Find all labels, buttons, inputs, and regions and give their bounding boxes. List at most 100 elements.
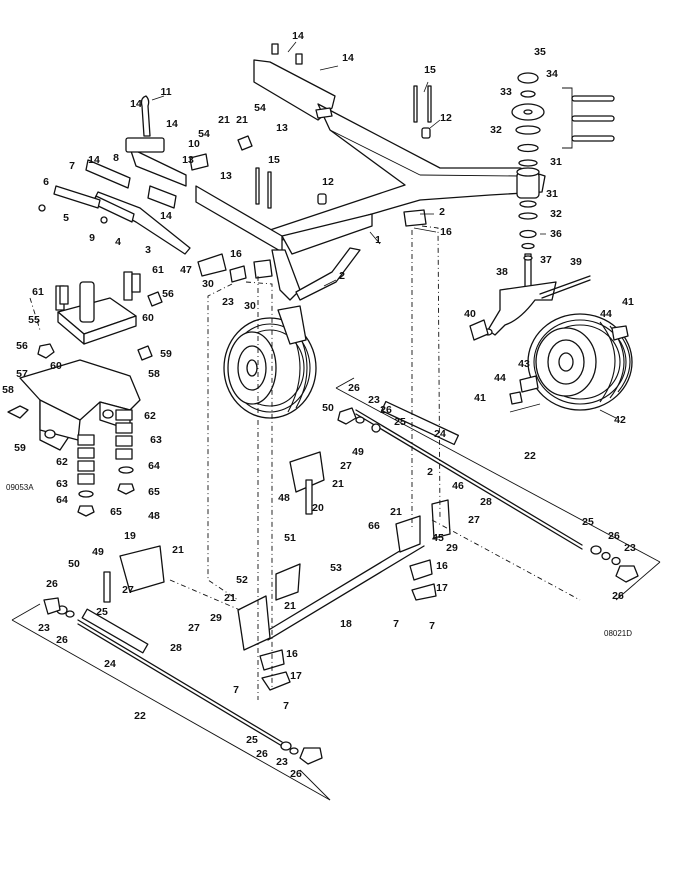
callout-58: 58	[148, 368, 160, 380]
callout-17: 17	[290, 670, 302, 682]
callout-21: 21	[224, 592, 236, 604]
callout-12: 12	[440, 112, 452, 124]
callout-25: 25	[582, 516, 594, 528]
callout-7: 7	[283, 700, 289, 712]
callout-36: 36	[550, 228, 562, 240]
rockshaft	[237, 499, 451, 691]
callout-28: 28	[480, 496, 492, 508]
callout-23: 23	[276, 756, 288, 768]
callout-32: 32	[550, 208, 562, 220]
callout-26: 26	[290, 768, 302, 780]
callout-23: 23	[222, 296, 234, 308]
callout-21: 21	[218, 114, 230, 126]
callout-43: 43	[518, 358, 530, 370]
callout-41: 41	[474, 392, 486, 404]
callout-56: 56	[16, 340, 28, 352]
callout-14: 14	[342, 52, 354, 64]
left-caster-wheel	[223, 305, 317, 419]
callout-44: 44	[494, 372, 506, 384]
callout-24: 24	[434, 428, 446, 440]
callout-27: 27	[340, 460, 352, 472]
callout-14: 14	[88, 154, 100, 166]
callout-30: 30	[202, 278, 214, 290]
alignment-lines	[29, 225, 581, 700]
callout-60: 60	[142, 312, 154, 324]
callout-13: 13	[276, 122, 288, 134]
fasteners	[7, 43, 629, 419]
callout-21: 21	[390, 506, 402, 518]
callout-10: 10	[188, 138, 200, 150]
callout-48: 48	[278, 492, 290, 504]
callout-2: 2	[339, 270, 345, 282]
callout-45: 45	[432, 532, 444, 544]
callout-19: 19	[124, 530, 136, 542]
callout-25: 25	[246, 734, 258, 746]
callout-34: 34	[546, 68, 558, 80]
spacer-stack-bracket	[562, 87, 615, 149]
callout-20: 20	[312, 502, 324, 514]
callout-27: 27	[468, 514, 480, 526]
callout-56: 56	[162, 288, 174, 300]
leveling-springs	[77, 409, 135, 517]
callout-26: 26	[256, 748, 268, 760]
callout-66: 66	[368, 520, 380, 532]
callout-8: 8	[113, 152, 119, 164]
callout-63: 63	[150, 434, 162, 446]
callout-1: 1	[375, 234, 381, 246]
callout-28: 28	[170, 642, 182, 654]
callout-41: 41	[622, 296, 634, 308]
callout-32: 32	[490, 124, 502, 136]
callout-2: 2	[427, 466, 433, 478]
callout-3: 3	[145, 244, 151, 256]
callout-6: 6	[43, 176, 49, 188]
callout-26: 26	[348, 382, 360, 394]
callout-60: 60	[50, 360, 62, 372]
figure-ref-right: 08021D	[604, 629, 632, 638]
callout-61: 61	[32, 286, 44, 298]
callout-4: 4	[115, 236, 121, 248]
callout-53: 53	[330, 562, 342, 574]
callout-40: 40	[464, 308, 476, 320]
callout-63: 63	[56, 478, 68, 490]
callout-65: 65	[110, 506, 122, 518]
callout-5: 5	[63, 212, 69, 224]
callout-48: 48	[148, 510, 160, 522]
right-lift-rod	[289, 377, 661, 601]
callout-16: 16	[436, 560, 448, 572]
callout-49: 49	[92, 546, 104, 558]
callout-29: 29	[210, 612, 222, 624]
callout-59: 59	[14, 442, 26, 454]
callout-13: 13	[182, 154, 194, 166]
callout-50: 50	[68, 558, 80, 570]
callout-7: 7	[233, 684, 239, 696]
callout-23: 23	[368, 394, 380, 406]
callout-26: 26	[608, 530, 620, 542]
callout-54: 54	[198, 128, 210, 140]
callout-54: 54	[254, 102, 266, 114]
callout-44: 44	[600, 308, 612, 320]
callout-30: 30	[244, 300, 256, 312]
callout-51: 51	[284, 532, 296, 544]
callout-22: 22	[524, 450, 536, 462]
callout-7: 7	[69, 160, 75, 172]
callout-17: 17	[436, 582, 448, 594]
callout-64: 64	[148, 460, 160, 472]
callout-55: 55	[28, 314, 40, 326]
callout-27: 27	[188, 622, 200, 634]
callout-7: 7	[429, 620, 435, 632]
callout-15: 15	[424, 64, 436, 76]
callout-14: 14	[160, 210, 172, 222]
callout-25: 25	[394, 416, 406, 428]
callout-labels: 1 2 2 2 3 4 5 6 7 7 7 7 7 8 9 10 11 12 1…	[2, 30, 636, 780]
callout-42: 42	[614, 414, 626, 426]
callout-33: 33	[500, 86, 512, 98]
callout-26: 26	[380, 404, 392, 416]
hitch-tongue	[38, 95, 191, 255]
callout-18: 18	[340, 618, 352, 630]
callout-15: 15	[268, 154, 280, 166]
callout-62: 62	[144, 410, 156, 422]
callout-21: 21	[236, 114, 248, 126]
callout-62: 62	[56, 456, 68, 468]
leader-lines	[151, 41, 617, 419]
callout-31: 31	[546, 188, 558, 200]
